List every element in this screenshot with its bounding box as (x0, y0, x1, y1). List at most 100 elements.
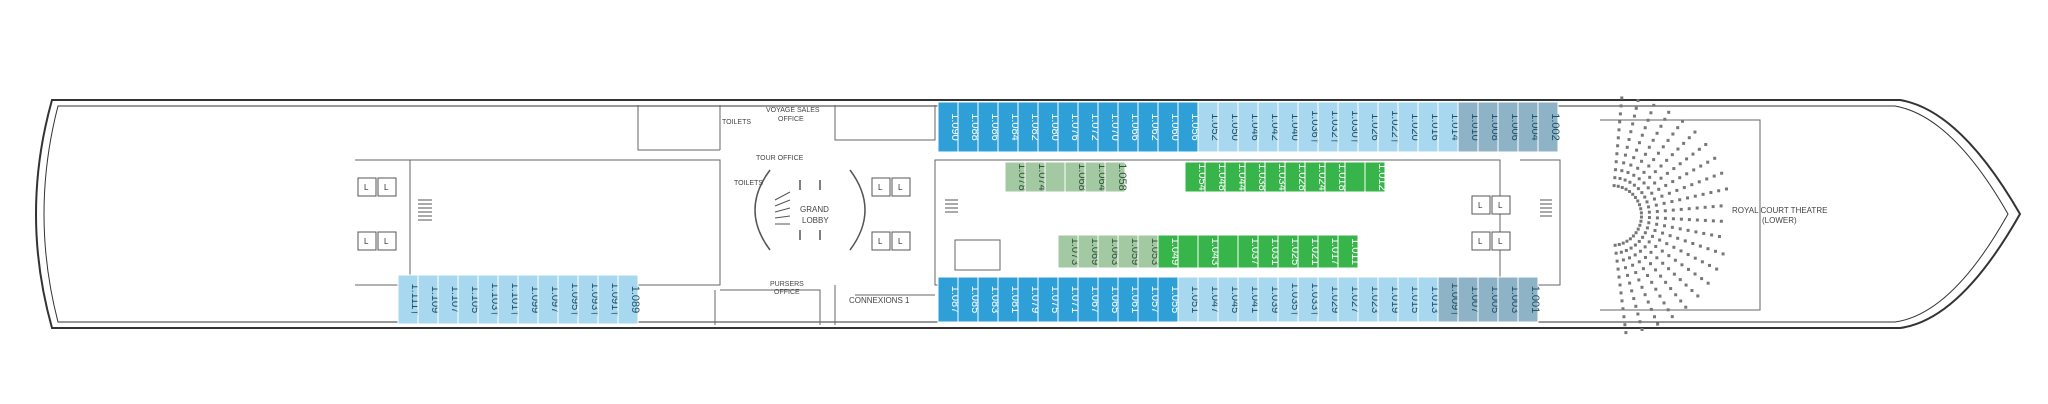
theatre-seat (1632, 156, 1636, 160)
theatre-seat (1637, 278, 1641, 282)
theatre-seat (1664, 183, 1668, 187)
theatre-seat (1626, 171, 1630, 175)
theatre-seat (1639, 207, 1643, 211)
theatre-seat (1680, 263, 1684, 267)
theatre-seat (1663, 224, 1667, 228)
theatre-seat (1700, 260, 1704, 264)
theatre-seat (1652, 315, 1656, 319)
theatre-seat (1692, 168, 1696, 172)
theatre-seat (1717, 234, 1721, 238)
theatre-seat (1636, 312, 1640, 316)
theatre-seat (1639, 211, 1643, 215)
cabin[interactable]: 1.011 (1337, 234, 1361, 269)
cabin-box[interactable] (1337, 234, 1359, 269)
theatre-seat (1701, 192, 1705, 196)
theatre-seat (1715, 267, 1719, 271)
lift (1491, 231, 1511, 251)
theatre-seat (1660, 249, 1664, 253)
cabin[interactable] (1217, 234, 1239, 269)
theatre-seat (1653, 181, 1657, 185)
label-voyage-sales: VOYAGE SALES (766, 107, 820, 114)
cabin-number: 1.012 (1376, 163, 1388, 191)
cabin[interactable] (1177, 234, 1199, 269)
cabin[interactable] (1344, 161, 1366, 193)
cabin[interactable]: 1.010 (1457, 101, 1481, 153)
theatre-seat (1651, 138, 1655, 142)
theatre-seat (1641, 235, 1645, 239)
theatre-seat (1678, 162, 1682, 166)
theatre-seat (1717, 189, 1721, 193)
theatre-seat (1647, 215, 1651, 219)
theatre-seat (1676, 236, 1680, 240)
cabin[interactable] (1044, 161, 1066, 193)
theatre-seat (1667, 191, 1671, 195)
theatre-seat (1614, 160, 1618, 164)
theatre-seat (1671, 180, 1675, 184)
theatre-seat (1674, 293, 1678, 297)
theatre-seat (1643, 255, 1647, 259)
lift (357, 231, 377, 251)
cabin[interactable]: 1.066 (1117, 101, 1141, 153)
theatre-seat (1632, 114, 1636, 118)
cabin-box[interactable] (1344, 161, 1366, 193)
theatre-seat (1653, 170, 1657, 174)
theatre-seat (1619, 104, 1623, 108)
theatre-seat (1687, 267, 1691, 271)
label-grand: GRAND (800, 205, 829, 214)
cabin[interactable]: 1.089 (617, 274, 641, 325)
theatre-seat (1633, 253, 1637, 257)
theatre-seat (1706, 247, 1710, 251)
theatre-seat (1636, 99, 1640, 103)
lift (1471, 195, 1491, 215)
theatre-seat (1649, 250, 1653, 254)
theatre-seat (1682, 141, 1686, 145)
cabin[interactable]: 1.002 (1537, 101, 1561, 153)
cabin[interactable]: 1.058 (1104, 161, 1128, 193)
theatre-seat (1697, 180, 1701, 184)
lift (891, 231, 911, 251)
cabin-box[interactable] (1177, 234, 1199, 269)
theatre-seat (1647, 145, 1651, 149)
theatre-seat (1659, 176, 1663, 180)
theatre-seat (1617, 242, 1621, 246)
cabin-box[interactable] (1537, 101, 1559, 153)
theatre-seat (1661, 261, 1665, 265)
theatre-seat (1621, 307, 1625, 311)
theatre-seat (1623, 178, 1627, 182)
theatre-seat (1616, 267, 1620, 271)
theatre-seating (1612, 96, 1728, 335)
cabin[interactable]: 1.012 (1364, 161, 1388, 193)
theatre-seat (1703, 205, 1707, 209)
theatre-seat (1665, 171, 1669, 175)
theatre-seat (1643, 293, 1647, 297)
theatre-seat (1646, 186, 1650, 190)
theatre-seat (1627, 137, 1631, 141)
label-lobby: LOBBY (802, 216, 829, 225)
theatre-seat (1617, 128, 1621, 132)
cabin-box[interactable] (1517, 276, 1539, 323)
theatre-seat (1657, 187, 1661, 191)
theatre-seat (1631, 234, 1635, 238)
lift (1471, 231, 1491, 251)
theatre-seat (1619, 250, 1623, 254)
cabin-box[interactable] (617, 274, 639, 325)
cabin-box[interactable] (1104, 161, 1126, 193)
cabin-box[interactable] (1364, 161, 1386, 193)
theatre-seat (1655, 256, 1659, 260)
theatre-seat (1628, 180, 1632, 184)
cabin-box[interactable] (1044, 161, 1066, 193)
theatre-seat (1640, 327, 1644, 331)
theatre-seat (1672, 245, 1676, 249)
theatre-seat (1681, 119, 1685, 123)
theatre-seat (1711, 205, 1715, 209)
cabin-box[interactable] (1217, 234, 1239, 269)
cabin[interactable]: 1.001 (1517, 276, 1541, 323)
theatre-seat (1663, 216, 1667, 220)
cabin-number: 1.011 (1349, 238, 1361, 265)
labels: TOILETS VOYAGE SALES OFFICE TOUR OFFICE … (722, 107, 1827, 305)
theatre-seat (1658, 238, 1662, 242)
theatre-seat (1616, 144, 1620, 148)
theatre-seat (1667, 267, 1671, 271)
